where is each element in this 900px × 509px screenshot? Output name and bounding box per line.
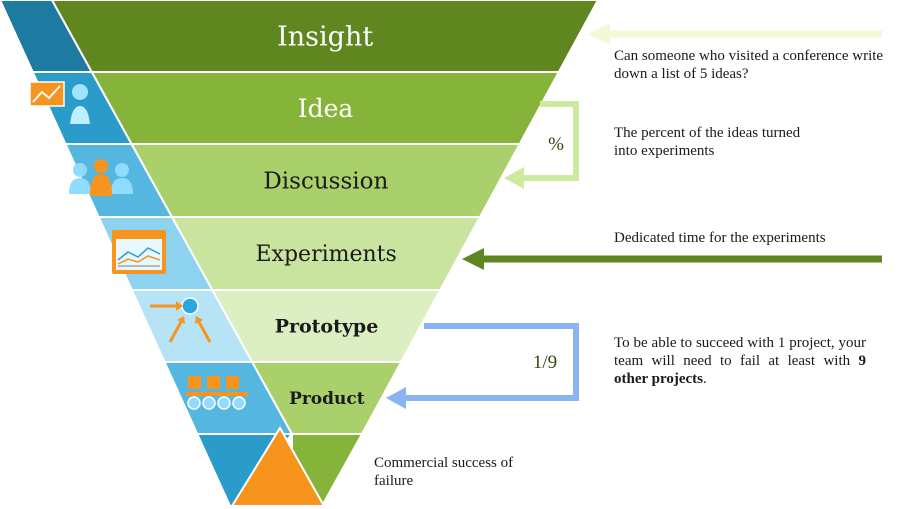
percent-note: The percent of the ideas turned into exp… [614,125,801,159]
converging-arrows-icon [150,297,212,343]
arrows [386,23,882,409]
level-label-idea: Idea [298,94,354,123]
level-label-experiments: Experiments [256,242,397,267]
fraction-label: 1/9 [533,352,557,373]
insight-arrow [588,23,882,45]
chart-person-icon [29,81,94,124]
experiments-arrow [462,248,882,270]
fraction-bracket-arrow [386,323,579,409]
team-icon [69,159,133,196]
line-chart-window-icon [112,230,166,274]
insight-note: Can someone who visited a conference wri… [614,48,884,82]
failure-note: To be able to succeed with 1 project, yo… [614,334,866,388]
conveyor-icon [186,376,248,410]
commercial-note: Commercial success of failure [374,455,514,489]
percent-bracket-arrow [504,101,579,189]
icon-column [29,81,248,410]
percent-label: % [548,134,564,155]
failure-note-bold: 9 other projects [614,353,866,387]
level-label-product: Product [289,389,365,409]
level-label-discussion: Discussion [263,169,388,195]
level-label-prototype: Prototype [275,316,379,338]
orange-triangle [230,426,326,507]
funnel-bottom [195,426,364,507]
level-label-insight: Insight [277,21,373,52]
failure-note-end: . [703,371,707,387]
funnel-levels: InsightIdeaDiscussionExperimentsPrototyp… [50,0,600,435]
failure-note-text: To be able to succeed with 1 project, yo… [614,335,866,369]
experiments-note: Dedicated time for the experiments [614,230,826,246]
